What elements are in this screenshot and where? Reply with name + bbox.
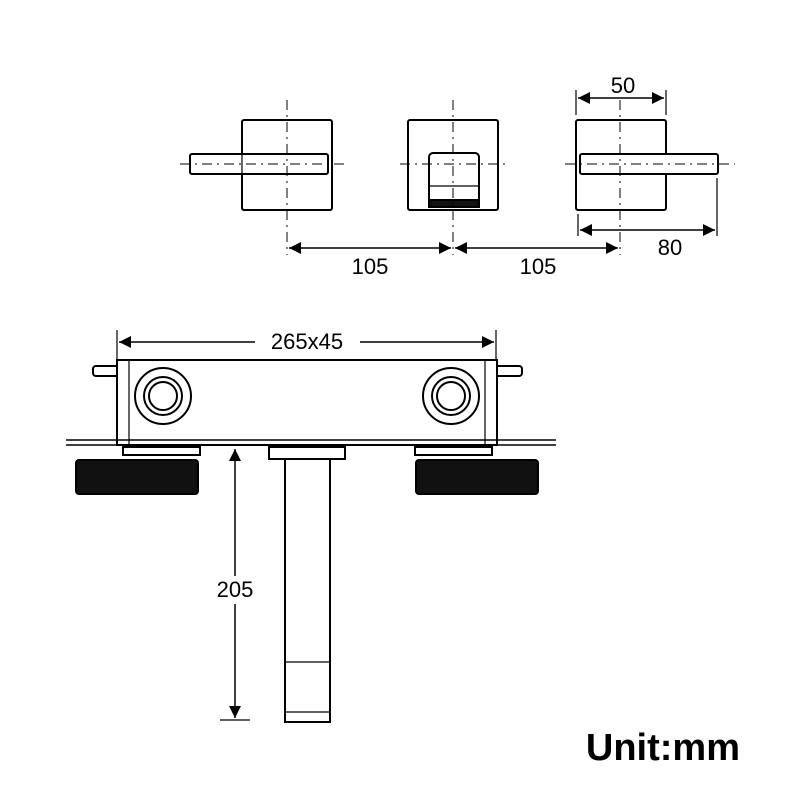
dimension-handle-length: 80 (577, 178, 718, 260)
dimension-label-80: 80 (658, 235, 682, 260)
dimension-spout-height: 205 (208, 449, 260, 721)
spout-front-view (268, 446, 346, 723)
front-view: 265x45 (66, 329, 556, 723)
right-handle-front-view (414, 446, 539, 495)
dimension-label-105-left: 105 (352, 254, 389, 279)
valve-body (116, 359, 498, 446)
dimension-handle-width: 50 (575, 73, 667, 115)
dimension-label-265x45: 265x45 (271, 329, 343, 354)
unit-label: Unit:mm (586, 727, 740, 769)
dimension-label-105-right: 105 (520, 254, 557, 279)
left-handle-top-view (180, 100, 345, 255)
spout-top-view (400, 100, 505, 255)
right-handle-top-view (565, 100, 735, 255)
left-handle-front-view (75, 446, 201, 495)
dimension-label-205: 205 (217, 577, 254, 602)
dimension-handle-spacing: 105 105 (289, 242, 618, 279)
top-view: 50 80 105 105 (180, 73, 735, 279)
dimension-label-50: 50 (611, 73, 635, 98)
dimension-body-size: 265x45 (116, 329, 497, 365)
